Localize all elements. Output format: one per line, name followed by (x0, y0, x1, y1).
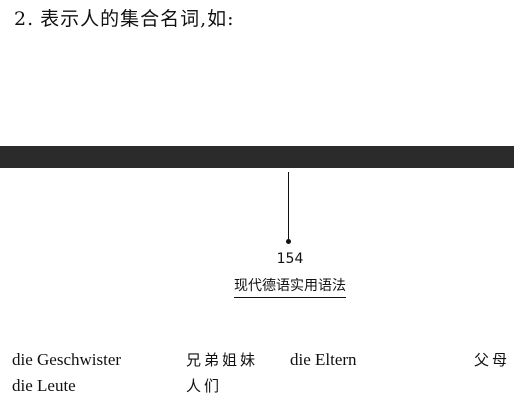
vocab-german-leute: die Leute (12, 376, 76, 395)
page-number-leader-line (288, 172, 289, 240)
page-number: 154 (276, 251, 304, 267)
vocab-chinese-leute: 人们 (186, 377, 223, 395)
page-number-leader-dot (286, 239, 291, 244)
book-title: 现代德语实用语法 (200, 276, 380, 298)
vocab-german-eltern: die Eltern (290, 350, 357, 369)
vocab-german-geschwister: die Geschwister (12, 350, 122, 369)
vocab-chinese-geschwister: 兄弟姐妹 (186, 351, 259, 369)
section-number: 2. (14, 8, 35, 30)
section-heading: 2.表示人的集合名词,如: (14, 6, 235, 32)
vocab-chinese-eltern: 父母 (474, 351, 511, 369)
section-heading-text: 表示人的集合名词,如: (40, 8, 235, 30)
page-divider-band (0, 146, 514, 168)
book-title-text: 现代德语实用语法 (234, 276, 346, 298)
